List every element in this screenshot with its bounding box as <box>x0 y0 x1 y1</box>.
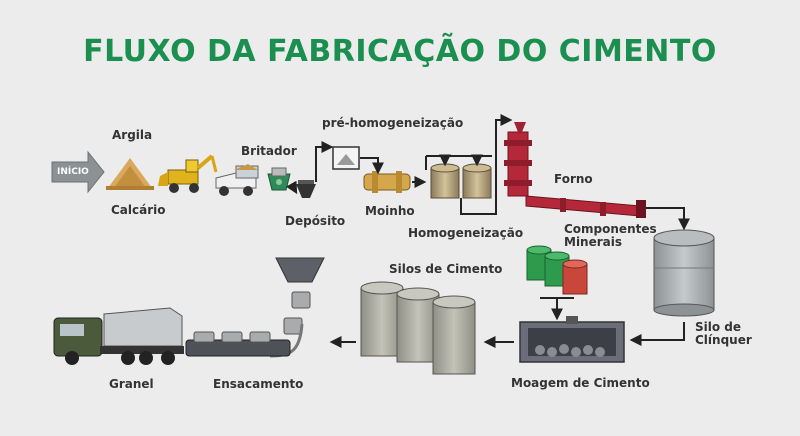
label-minerais: Minerais <box>564 235 623 249</box>
label-argila: Argila <box>112 128 153 142</box>
mill-icon <box>363 171 411 193</box>
cement-silos-icon <box>360 281 476 375</box>
label-moagem: Moagem de Cimento <box>511 376 650 390</box>
start-label: INÍCIO <box>57 167 89 177</box>
label-homogeneizacao: Homogeneização <box>408 226 524 240</box>
label-silo-de: Silo de <box>695 320 742 334</box>
label-silos-cimento: Silos de Cimento <box>389 262 503 276</box>
mineral-components-icon <box>526 245 588 295</box>
label-granel: Granel <box>109 377 154 391</box>
bagging-icon <box>185 257 325 358</box>
label-deposito: Depósito <box>285 214 346 228</box>
excavator-icon <box>158 154 218 193</box>
label-calcario: Calcário <box>111 203 166 217</box>
start-arrow <box>51 150 105 194</box>
raw-material-pile <box>106 158 154 190</box>
label-britador: Britador <box>241 144 297 158</box>
deposit-hopper-icon <box>296 180 316 198</box>
crusher-icon <box>267 167 291 191</box>
label-ensacamento: Ensacamento <box>213 377 304 391</box>
label-clinquer: Clínquer <box>695 333 752 347</box>
bulk-truck-icon <box>53 307 184 365</box>
label-forno: Forno <box>554 172 593 186</box>
kiln-icon <box>504 122 646 218</box>
label-pre-homogeneizacao: pré-homogeneização <box>322 116 464 130</box>
pre-homogenization-icon <box>332 146 360 170</box>
homogenization-silos-icon <box>430 163 492 199</box>
clinker-silo-icon <box>653 229 715 317</box>
dump-truck-icon <box>215 164 259 196</box>
label-componentes: Componentes <box>564 222 657 236</box>
flow-arrows <box>286 114 690 348</box>
diagram-title: FLUXO DA FABRICAÇÃO DO CIMENTO <box>83 34 717 69</box>
label-moinho: Moinho <box>365 204 415 218</box>
cement-mill-icon <box>519 316 625 363</box>
